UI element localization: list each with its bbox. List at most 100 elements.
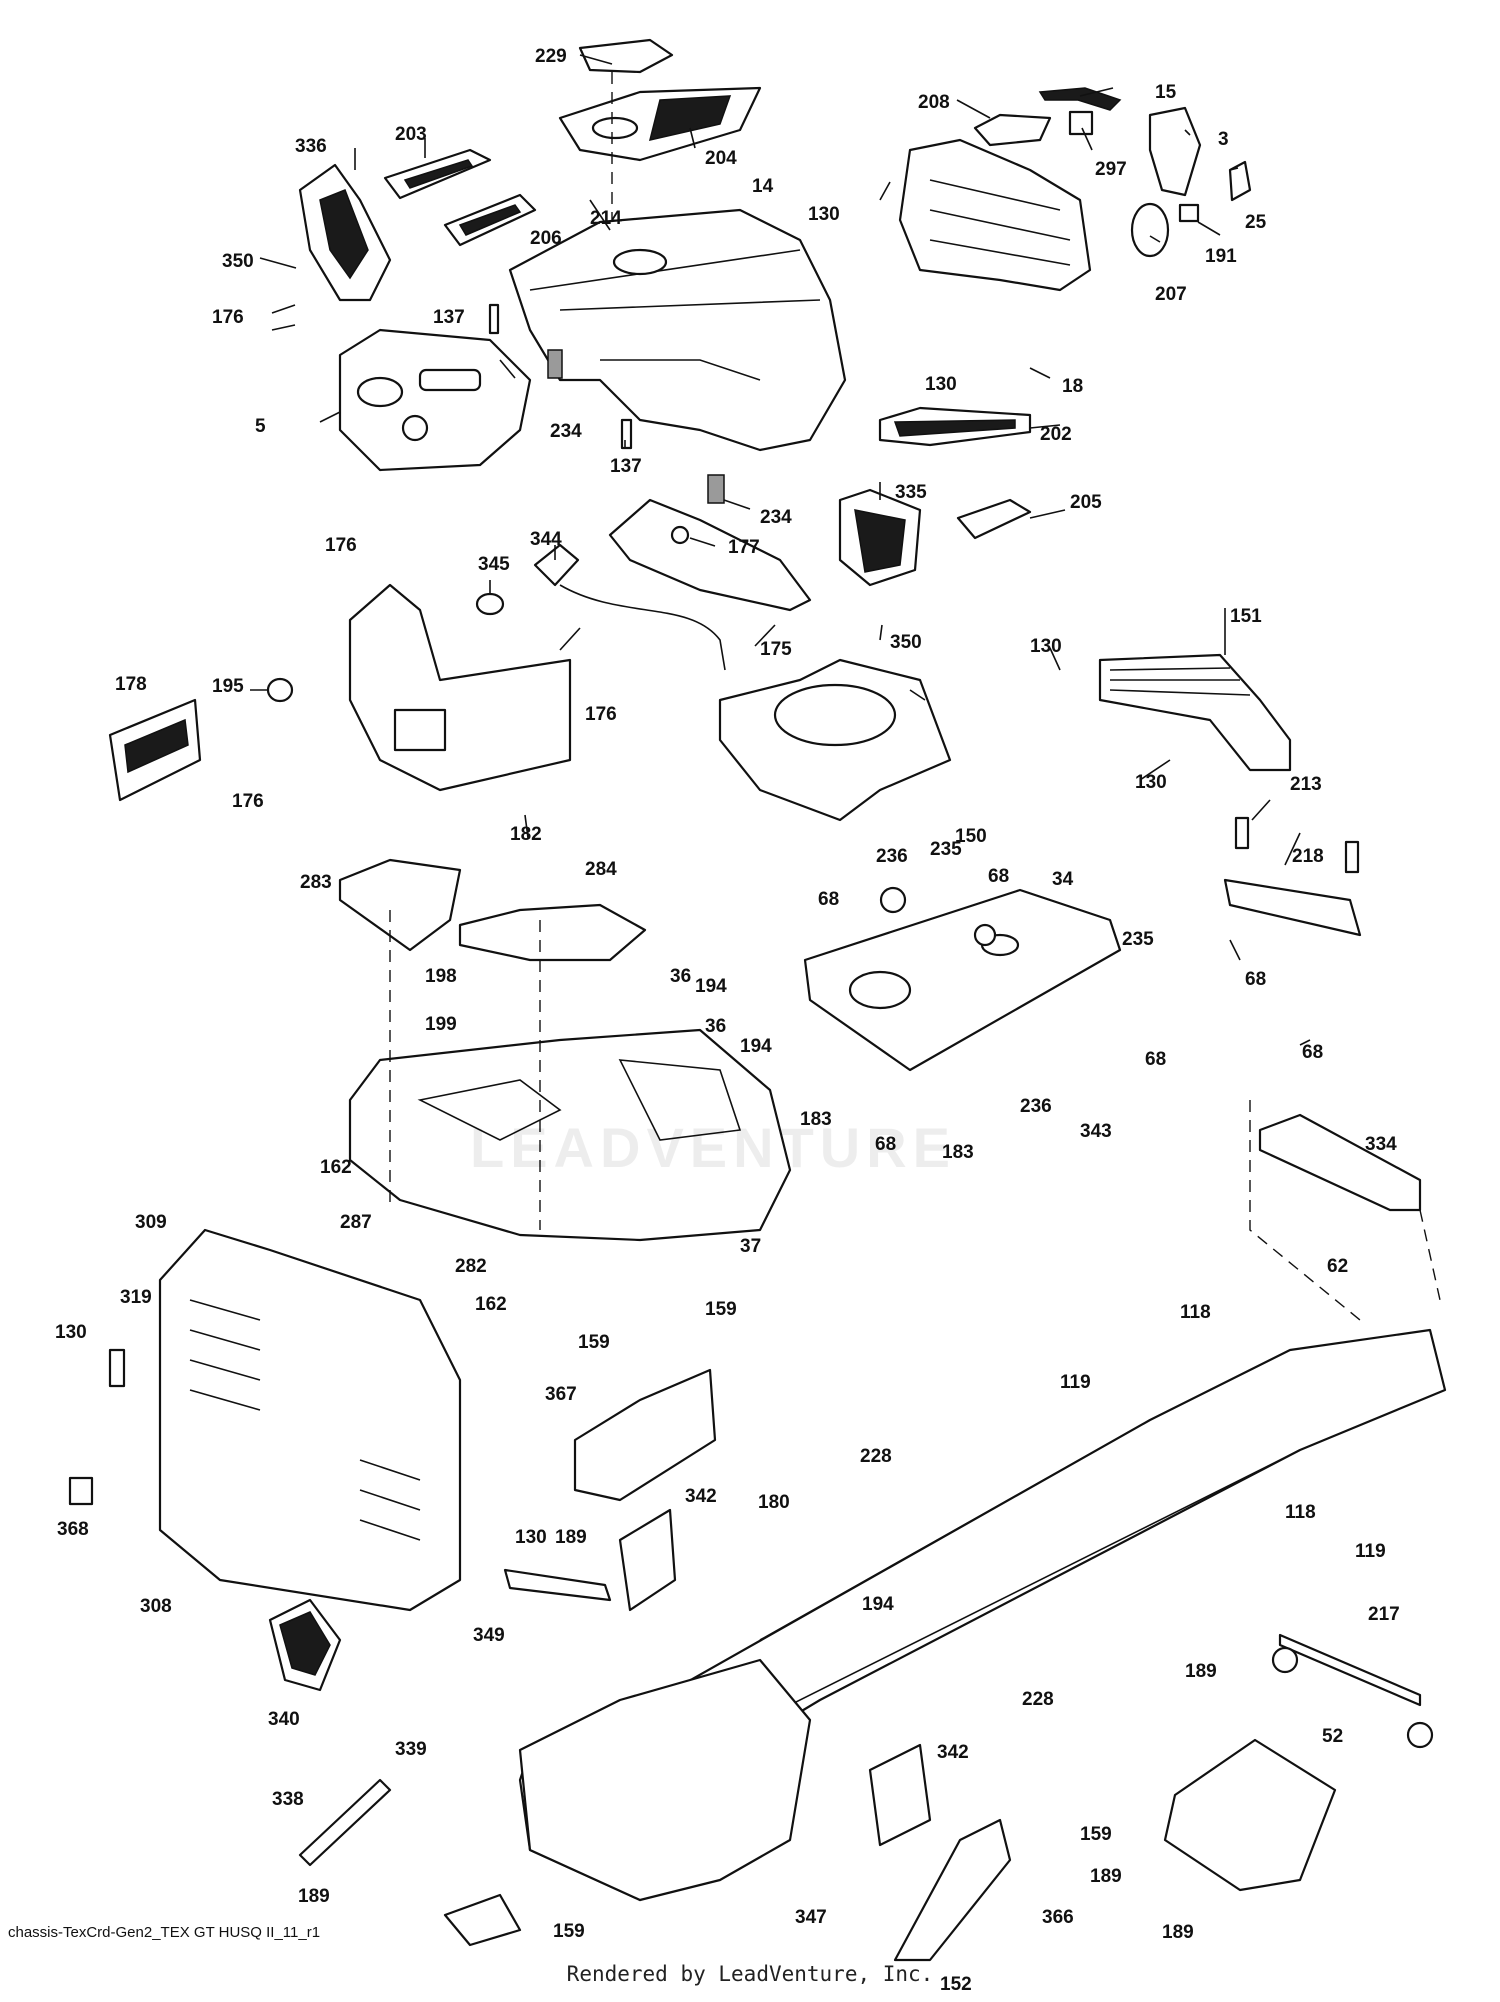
part-3-panel — [1148, 106, 1202, 197]
callout: 350 — [222, 251, 254, 272]
part-5-dash-slot — [418, 368, 482, 392]
callout: 159 — [705, 1299, 737, 1320]
callout: 162 — [475, 1294, 507, 1315]
part-195-plug — [266, 677, 294, 703]
callout: 309 — [135, 1212, 167, 1233]
callout: 183 — [942, 1142, 974, 1163]
part-347-bracket — [443, 1893, 522, 1947]
callout: 152 — [940, 1974, 972, 1995]
part-14-hood-detail — [529, 249, 821, 381]
part-37-body — [348, 1028, 792, 1242]
callout: 189 — [555, 1527, 587, 1548]
callout: 52 — [1322, 1726, 1343, 1747]
part-204-hole — [591, 116, 639, 140]
callout: 308 — [140, 1596, 172, 1617]
part-368-pad — [68, 1476, 94, 1506]
callout: 206 — [530, 228, 562, 249]
callout: 119 — [1355, 1541, 1386, 1562]
callout: 15 — [1155, 82, 1177, 103]
callout: 213 — [1290, 774, 1322, 795]
part-202-mesh — [893, 419, 1016, 437]
callout: 218 — [1292, 846, 1324, 867]
part-235-grommet — [879, 886, 907, 914]
callout: 137 — [610, 456, 642, 477]
callout: 137 — [433, 307, 465, 328]
callout: 198 — [425, 966, 457, 987]
callout: 287 — [340, 1212, 372, 1233]
callout: 347 — [795, 1907, 827, 1928]
callout: 176 — [232, 791, 264, 812]
part-334-bracket — [1258, 1113, 1422, 1212]
part-37-body-detail — [417, 1059, 742, 1141]
callout: 159 — [578, 1332, 610, 1353]
callout: 159 — [553, 1921, 585, 1942]
leader-334-box — [1249, 1100, 1441, 1321]
callout: 130 — [515, 1527, 547, 1548]
callout: 36 — [670, 966, 691, 987]
callout: 68 — [1302, 1042, 1323, 1063]
callout: 208 — [918, 92, 950, 113]
part-366-plate — [893, 1818, 1012, 1962]
callout: 150 — [955, 826, 987, 847]
part-344-cable — [559, 584, 726, 671]
callout: 118 — [1180, 1302, 1211, 1323]
part-137-strip — [488, 303, 500, 335]
callout: 189 — [298, 1886, 330, 1907]
callout: 130 — [925, 374, 957, 395]
callout: 283 — [300, 872, 332, 893]
callout: 345 — [478, 554, 510, 575]
part-191-bulb — [1178, 203, 1200, 223]
callout: 342 — [937, 1742, 969, 1763]
leader-lines — [250, 54, 1311, 1046]
part-367-plate — [573, 1368, 717, 1502]
callout: 342 — [685, 1486, 717, 1507]
part-207-headlight — [1130, 202, 1170, 258]
part-14-hood-hole — [612, 248, 668, 276]
callout: 344 — [530, 529, 562, 550]
callout: 180 — [758, 1492, 790, 1513]
diagram-code: chassis-TexCrd-Gen2_TEX GT HUSQ II_11_r1 — [8, 1924, 321, 1941]
callout: 343 — [1080, 1121, 1112, 1142]
callout-labels: 229 336 203 204 214 206 14 350 137 176 5… — [55, 46, 1400, 1995]
callout: 118 — [1285, 1502, 1316, 1523]
callout: 194 — [862, 1594, 894, 1615]
callout: 162 — [320, 1157, 352, 1178]
callout: 229 — [535, 46, 567, 67]
callout: 191 — [1205, 246, 1237, 267]
part-151-bracket-ridges — [1109, 667, 1251, 696]
part-335-mesh — [854, 509, 906, 573]
part-204-vent-slats — [648, 95, 732, 142]
callout: 282 — [455, 1256, 487, 1277]
part-25-clip — [1228, 160, 1252, 202]
part-229-cover — [578, 38, 674, 74]
part-182-console — [348, 583, 572, 792]
part-18-front-detail — [929, 179, 1071, 266]
callout: 189 — [1162, 1922, 1194, 1943]
callout: 195 — [212, 676, 244, 697]
part-205-trim — [956, 498, 1032, 540]
part-345-cap — [475, 592, 505, 616]
callout: 189 — [1185, 1661, 1217, 1682]
part-52-washer-a — [1271, 1646, 1299, 1674]
callout: 334 — [1365, 1134, 1397, 1155]
part-236-bushing — [973, 923, 997, 947]
part-213-bolt-a — [1234, 816, 1250, 850]
callout: 368 — [57, 1519, 89, 1540]
callout: 199 — [425, 1014, 457, 1035]
callout: 217 — [1368, 1604, 1400, 1625]
callout: 194 — [695, 976, 727, 997]
callout: 5 — [255, 416, 266, 437]
callout: 340 — [268, 1709, 300, 1730]
callout: 68 — [1245, 969, 1266, 990]
callout: 202 — [1040, 424, 1072, 445]
callout: 36 — [705, 1016, 726, 1037]
callout: 183 — [800, 1109, 832, 1130]
callout: 234 — [760, 507, 792, 528]
callout: 207 — [1155, 284, 1187, 305]
part-349-bar — [503, 1568, 612, 1602]
part-344-switch — [533, 543, 580, 587]
callout: 62 — [1327, 1256, 1348, 1277]
part-34-hole-a — [848, 970, 912, 1010]
callout: 130 — [1030, 636, 1062, 657]
callout: 349 — [473, 1625, 505, 1646]
